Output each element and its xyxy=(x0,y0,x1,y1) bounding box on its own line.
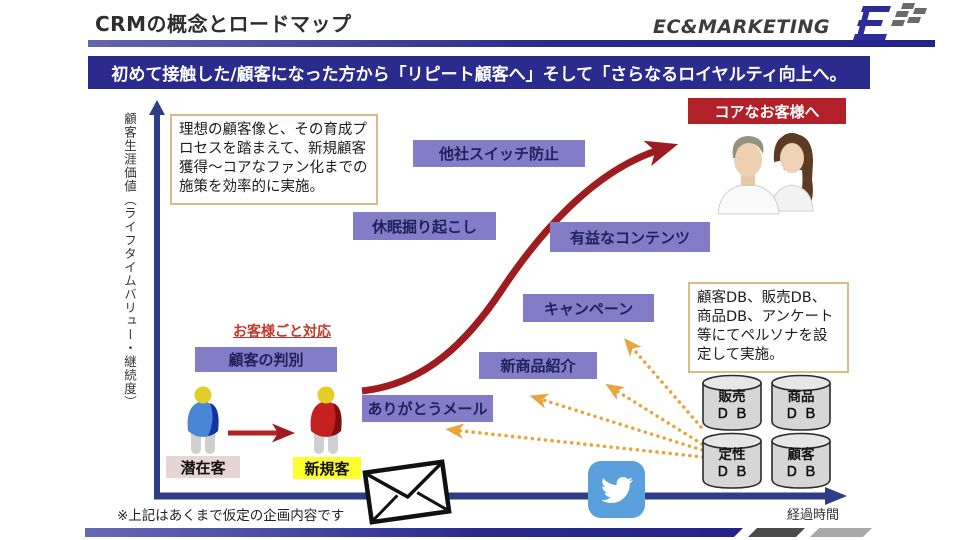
company-logo-text: EC&MARKETING xyxy=(653,16,830,38)
action-useful-content: 有益なコンテンツ xyxy=(550,222,710,252)
footer-bar-light-gray xyxy=(810,528,872,537)
new-customer-figure xyxy=(301,386,351,458)
headline-banner: 初めて接触した/顧客になった方から「リピート顧客へ」そして「さらなるロイヤルティ… xyxy=(88,56,870,89)
new-customer-label: 新規客 xyxy=(293,457,361,479)
action-customer-sorting: 顧客の判別 xyxy=(195,347,337,372)
twitter-icon xyxy=(588,461,645,518)
per-customer-label: お客様ごと対応 xyxy=(233,324,331,340)
db-suffix: ＤＢ xyxy=(785,405,822,422)
database-note: 顧客DB、販売DB、商品DB、アンケート等にてペルソナを設定して実施。 xyxy=(688,282,849,373)
action-prevent-switch: 他社スイッチ防止 xyxy=(413,140,585,167)
db-name: 定性 xyxy=(718,447,746,463)
db-suffix: ＤＢ xyxy=(716,405,753,422)
db-suffix: ＤＢ xyxy=(716,463,753,480)
y-axis-arrow xyxy=(149,100,165,497)
page-title: CRMの概念とロードマップ xyxy=(95,12,352,36)
db-name: 顧客 xyxy=(787,447,815,463)
footer-bar-blue xyxy=(85,528,743,537)
core-customers-illustration xyxy=(700,122,825,217)
company-logo-icon xyxy=(836,3,931,43)
y-axis-label: 顧客生涯価値（ライフタイムバリュー・継続度） xyxy=(122,112,137,409)
action-thankyou-mail: ありがとうメール xyxy=(362,395,493,422)
db-name: 販売 xyxy=(718,389,746,405)
mail-icon xyxy=(360,454,454,529)
action-campaign: キャンペーン xyxy=(523,294,654,322)
footer-bar-dark-gray xyxy=(748,528,805,537)
disclaimer-note: ※上記はあくまで仮定の企画内容です xyxy=(117,508,345,524)
latent-customer-figure xyxy=(178,386,228,458)
db-name: 商品 xyxy=(787,389,815,405)
latent-customer-label: 潜在客 xyxy=(166,456,240,478)
header-divider xyxy=(88,40,935,47)
action-wakeup-dormant: 休眠掘り起こし xyxy=(353,212,496,240)
core-customer-banner: コアなお客様へ xyxy=(688,98,846,124)
action-new-product-intro: 新商品紹介 xyxy=(479,352,597,379)
x-axis-label: 経過時間 xyxy=(787,508,840,523)
db-suffix: ＤＢ xyxy=(785,463,822,480)
strategy-note: 理想の顧客像と、その育成プロセスを踏まえて、新規顧客獲得～コアなファン化までの施… xyxy=(170,114,378,205)
